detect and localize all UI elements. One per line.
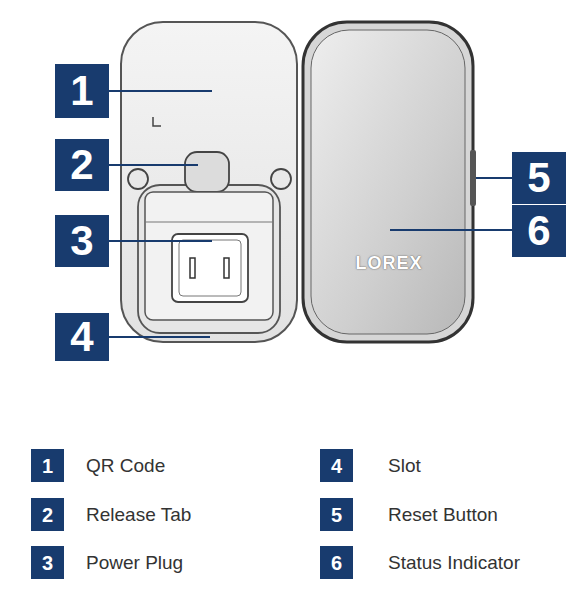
callout-number: 4 <box>55 313 109 361</box>
number-text: 2 <box>42 505 53 525</box>
key-number: 5 <box>320 498 353 531</box>
plug-housing <box>138 185 280 333</box>
device-back <box>121 22 297 342</box>
key-text: Slot <box>388 456 421 477</box>
leader-lines <box>108 91 512 337</box>
leader-line <box>108 240 212 242</box>
device-front <box>303 22 473 342</box>
release-tab <box>185 152 229 192</box>
key-text: Reset Button <box>388 505 498 526</box>
number-text: 1 <box>70 70 93 112</box>
key-number: 4 <box>320 449 353 482</box>
leader-line <box>476 177 512 179</box>
key-text: Status Indicator <box>388 553 520 574</box>
screw-hole <box>128 169 148 189</box>
number-text: 6 <box>527 210 550 252</box>
number-text: 3 <box>42 553 53 573</box>
status-indicator-face <box>311 30 465 334</box>
callout-number: 2 <box>55 139 109 191</box>
number-text: 4 <box>70 316 93 358</box>
number-text: 2 <box>70 144 93 186</box>
callout-number: 3 <box>55 215 109 267</box>
key-number: 1 <box>31 449 64 482</box>
callout-number: 6 <box>512 205 566 257</box>
leader-line <box>108 336 210 338</box>
number-text: 5 <box>331 505 342 525</box>
power-plug <box>172 234 248 302</box>
key-number: 6 <box>320 546 353 579</box>
key-text: Release Tab <box>86 505 191 526</box>
number-text: 3 <box>70 220 93 262</box>
number-text: 1 <box>42 456 53 476</box>
plug-prong <box>190 258 195 278</box>
logo-text: LOREX <box>355 254 422 274</box>
callout-number: 1 <box>55 64 109 118</box>
qr-corner-mark <box>153 117 161 126</box>
key-text: QR Code <box>86 456 165 477</box>
key-number: 3 <box>31 546 64 579</box>
plate-edge <box>145 221 273 222</box>
number-text: 6 <box>331 553 342 573</box>
leader-line <box>108 164 198 166</box>
leader-line <box>108 90 212 92</box>
screw-hole <box>271 169 291 189</box>
power-plug-inner <box>179 240 241 296</box>
key-text: Power Plug <box>86 553 183 574</box>
plug-prong <box>224 258 229 278</box>
reset-button <box>470 150 476 206</box>
plug-plate <box>145 192 273 320</box>
number-text: 5 <box>527 157 550 199</box>
leader-line <box>390 229 512 231</box>
number-text: 4 <box>331 456 342 476</box>
callout-number: 5 <box>512 152 566 204</box>
key-number: 2 <box>31 498 64 531</box>
